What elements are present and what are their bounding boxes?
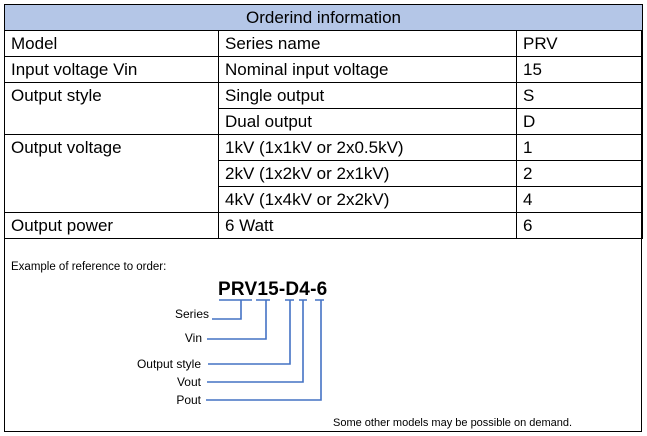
- vin-connector: [207, 299, 270, 340]
- vout-connector: [207, 299, 307, 383]
- example-code: PRV15-D4-6: [218, 279, 327, 300]
- row-code: S: [516, 82, 643, 109]
- label-series: Series: [174, 307, 209, 321]
- row-desc: 2kV (1x2kV or 2x1kV): [218, 160, 517, 187]
- row-label: Input voltage Vin: [4, 56, 219, 83]
- note-text: Some other models may be possible on dem…: [333, 417, 573, 429]
- example-heading: Example of reference to order:: [11, 261, 167, 273]
- row-code: D: [516, 108, 643, 135]
- label-output-style: Output style: [136, 357, 201, 371]
- pout-connector: [206, 299, 324, 401]
- table-row: 4kV (1x4kV or 2x2kV)4: [4, 186, 643, 213]
- row-code: 6: [516, 212, 643, 239]
- label-vin: Vin: [184, 331, 202, 345]
- label-vout: Vout: [176, 375, 201, 389]
- row-desc: Dual output: [218, 108, 517, 135]
- row-label: [4, 160, 219, 187]
- row-desc: 1kV (1x1kV or 2x0.5kV): [218, 134, 517, 161]
- table-row: 2kV (1x2kV or 2x1kV)2: [4, 160, 643, 187]
- series-connector: [212, 299, 252, 320]
- row-code: 2: [516, 160, 643, 187]
- row-desc: Series name: [218, 30, 517, 57]
- row-desc: 4kV (1x4kV or 2x2kV): [218, 186, 517, 213]
- label-pout: Pout: [176, 393, 201, 407]
- row-desc: Nominal input voltage: [218, 56, 517, 83]
- row-label: Output voltage: [4, 134, 219, 161]
- row-desc: 6 Watt: [218, 212, 517, 239]
- row-code: 1: [516, 134, 643, 161]
- output-style-connector: [208, 299, 294, 365]
- row-label: Output power: [4, 212, 219, 239]
- row-desc: Single output: [218, 82, 517, 109]
